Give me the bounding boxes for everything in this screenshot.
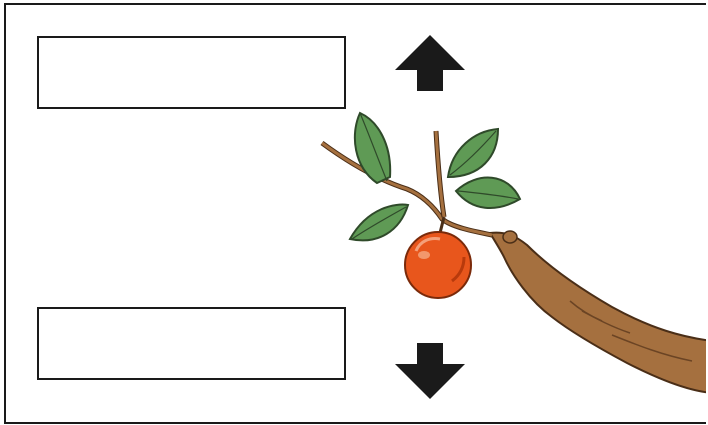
apple [404,231,472,299]
leaf-top-right [446,127,500,179]
apple-branch-illustration [320,111,706,394]
leaf-right [454,176,522,210]
thick-branch [488,231,706,394]
arrow-down-icon [395,343,465,399]
arrow-up-icon [395,35,465,91]
leaf-bottom-left [348,203,410,242]
leaf-top-left [353,111,392,185]
worksheet-frame [4,3,706,424]
bottom-answer-box[interactable] [37,307,346,380]
top-answer-box[interactable] [37,36,346,109]
